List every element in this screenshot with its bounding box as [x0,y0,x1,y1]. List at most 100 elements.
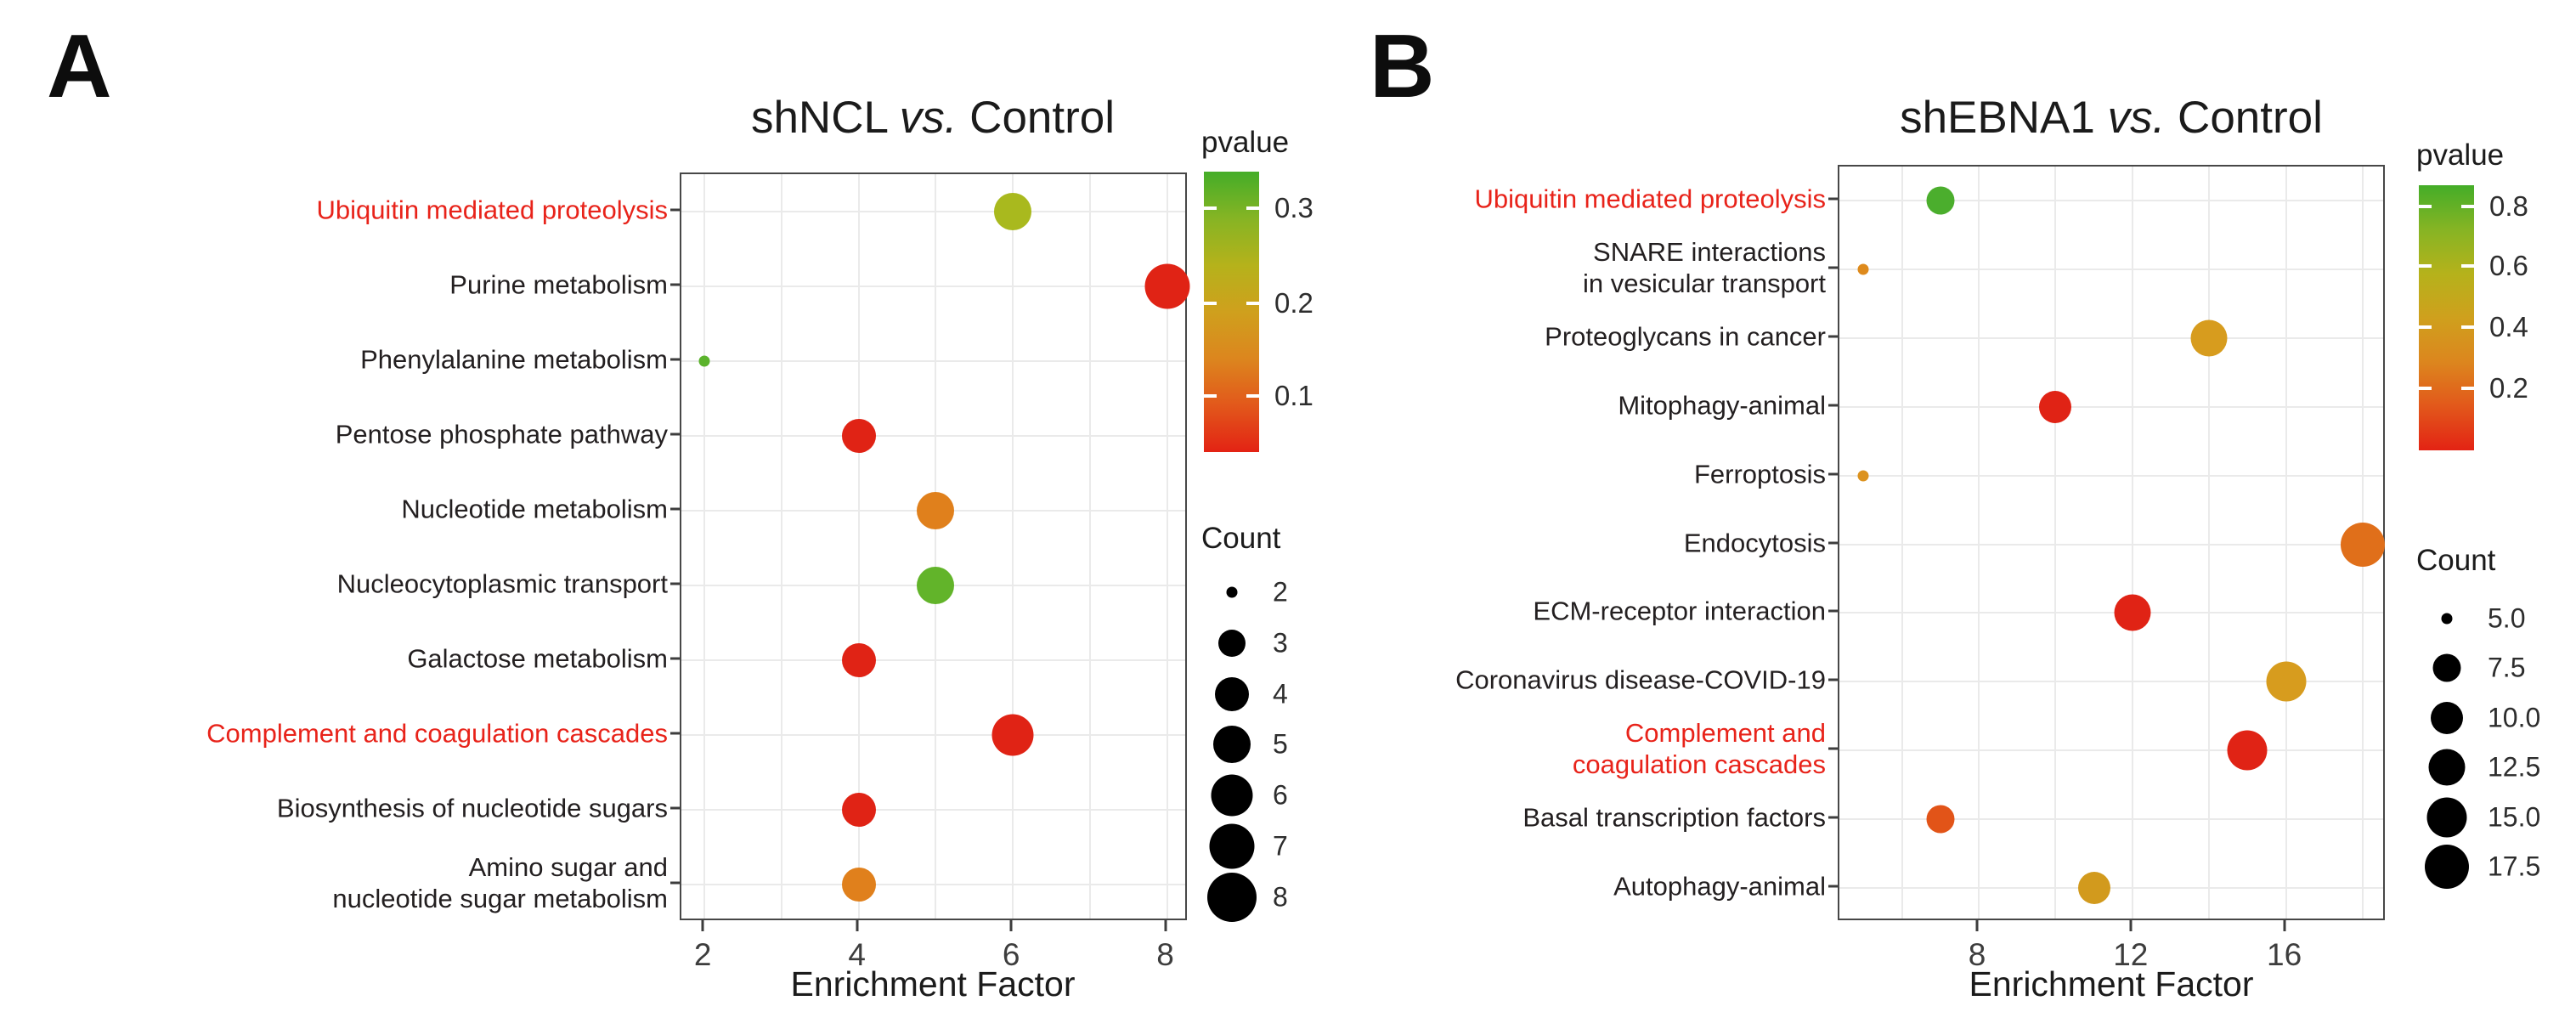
y-axis-tick [670,657,680,660]
panel-b-title-suffix: Control [2165,93,2323,143]
y-axis-label-line: Nucleocytoplasmic transport [336,568,668,599]
colorbar-tick-dash [2419,264,2432,269]
y-axis-tick [670,806,680,810]
colorbar-tick-dash [1246,302,1259,306]
panel-b-letter: B [1370,16,1435,116]
panel-a-plot-area [680,172,1190,920]
data-point [1857,263,1869,275]
count-legend-dot [2431,701,2463,734]
colorbar-tick-dash [1246,394,1259,398]
count-legend-label: 10.0 [2488,702,2541,733]
count-legend-dot [1207,872,1257,922]
count-legend-label: 8 [1273,881,1288,913]
panel-a-x-axis-title: Enrichment Factor [790,964,1076,1004]
count-legend-label: 4 [1273,678,1288,710]
colorbar-tick-dash [2419,386,2432,390]
y-axis-tick [1828,541,1838,544]
panel-b-title-prefix: shEBNA1 [1900,93,2108,143]
horizontal-gridline [681,659,1185,661]
y-axis-category-label: Mitophagy-animal [1618,389,1826,421]
y-axis-tick [1828,816,1838,819]
y-axis-category-label: Nucleocytoplasmic transport [337,568,668,600]
y-axis-category-label: Pentose phosphate pathway [336,419,668,450]
vertical-gridline [2054,167,2057,919]
y-axis-tick [1828,335,1838,338]
y-axis-label-line: Ubiquitin mediated proteolysis [1474,184,1826,214]
x-axis-tick [1009,920,1013,931]
vertical-gridline [935,174,937,919]
y-axis-tick [670,208,680,212]
horizontal-gridline [1839,817,2383,820]
horizontal-gridline [1839,543,2383,546]
horizontal-gridline [1839,269,2383,271]
x-axis-tick [1164,920,1167,931]
y-axis-tick [670,582,680,585]
y-axis-tick [1828,266,1838,269]
vertical-gridline [703,174,706,919]
y-axis-label-line: Biosynthesis of nucleotide sugars [276,793,668,823]
count-legend-dot [1218,629,1246,657]
panel-a-count-legend-title: Count [1201,522,1281,555]
horizontal-gridline [1839,405,2383,408]
vertical-gridline [1012,174,1014,919]
colorbar-tick-dash [2461,386,2474,390]
y-axis-label-line: Endocytosis [1683,528,1826,557]
data-point [1926,186,1955,215]
y-axis-category-label: Ferroptosis [1694,458,1826,489]
y-axis-category-label: Autophagy-animal [1613,870,1826,902]
y-axis-label-line: Nucleotide metabolism [401,494,668,524]
y-axis-label-line: Purine metabolism [449,269,668,300]
data-point [2039,390,2072,423]
colorbar-tick-dash [1204,394,1217,398]
x-axis-tick [856,920,859,931]
count-legend-label: 3 [1273,627,1288,659]
y-axis-tick [1828,885,1838,888]
data-point [2340,522,2385,567]
horizontal-gridline [681,884,1185,885]
count-legend-dot [1226,586,1238,598]
y-axis-label-line: nucleotide sugar metabolism [332,884,668,913]
y-axis-label-line: Phenylalanine metabolism [360,344,668,375]
y-axis-label-line: ECM-receptor interaction [1533,596,1826,626]
y-axis-label-line: Ferroptosis [1693,459,1826,489]
y-axis-label-line: Galactose metabolism [407,643,668,674]
y-axis-category-label: ECM-receptor interaction [1533,596,1826,627]
y-axis-category-label: Ubiquitin mediated proteolysis [1474,184,1826,215]
y-axis-category-label: Purine metabolism [449,269,668,301]
data-point [917,567,955,604]
panel-a-letter: A [47,16,112,116]
vertical-gridline [1901,167,1903,919]
y-axis-label-line: Coronavirus disease-COVID-19 [1455,664,1826,695]
data-point [2266,661,2307,702]
count-legend-label: 7 [1273,830,1288,862]
data-point [841,793,876,827]
count-legend-label: 15.0 [2488,801,2541,833]
x-axis-tick [2283,920,2286,931]
vertical-gridline [1978,167,1980,919]
colorbar-tick-dash [1246,206,1259,210]
count-legend-dot [1213,726,1251,764]
y-axis-category-label: Ubiquitin mediated proteolysis [316,195,668,226]
horizontal-gridline [1839,886,2383,889]
y-axis-tick [1828,404,1838,407]
y-axis-tick [1828,197,1838,201]
colorbar-tick-label: 0.3 [1274,191,1313,223]
colorbar-tick-label: 0.4 [2489,310,2528,342]
y-axis-label-line: Complement and [1624,717,1826,748]
pvalue-colorbar [2419,185,2474,450]
vertical-gridline [1088,174,1091,919]
horizontal-gridline [681,435,1185,437]
colorbar-tick-dash [2419,325,2432,329]
count-legend-label: 17.5 [2488,851,2541,882]
vertical-gridline [857,174,860,919]
y-axis-category-label: Biosynthesis of nucleotide sugars [277,793,668,824]
horizontal-gridline [1839,749,2383,751]
colorbar-tick-dash [2419,204,2432,208]
colorbar-tick-dash [1204,302,1217,306]
data-point [994,193,1032,230]
y-axis-tick [1828,747,1838,750]
y-axis-label-line: in vesicular transport [1582,269,1826,299]
vertical-gridline [780,174,782,919]
horizontal-gridline [681,286,1185,287]
